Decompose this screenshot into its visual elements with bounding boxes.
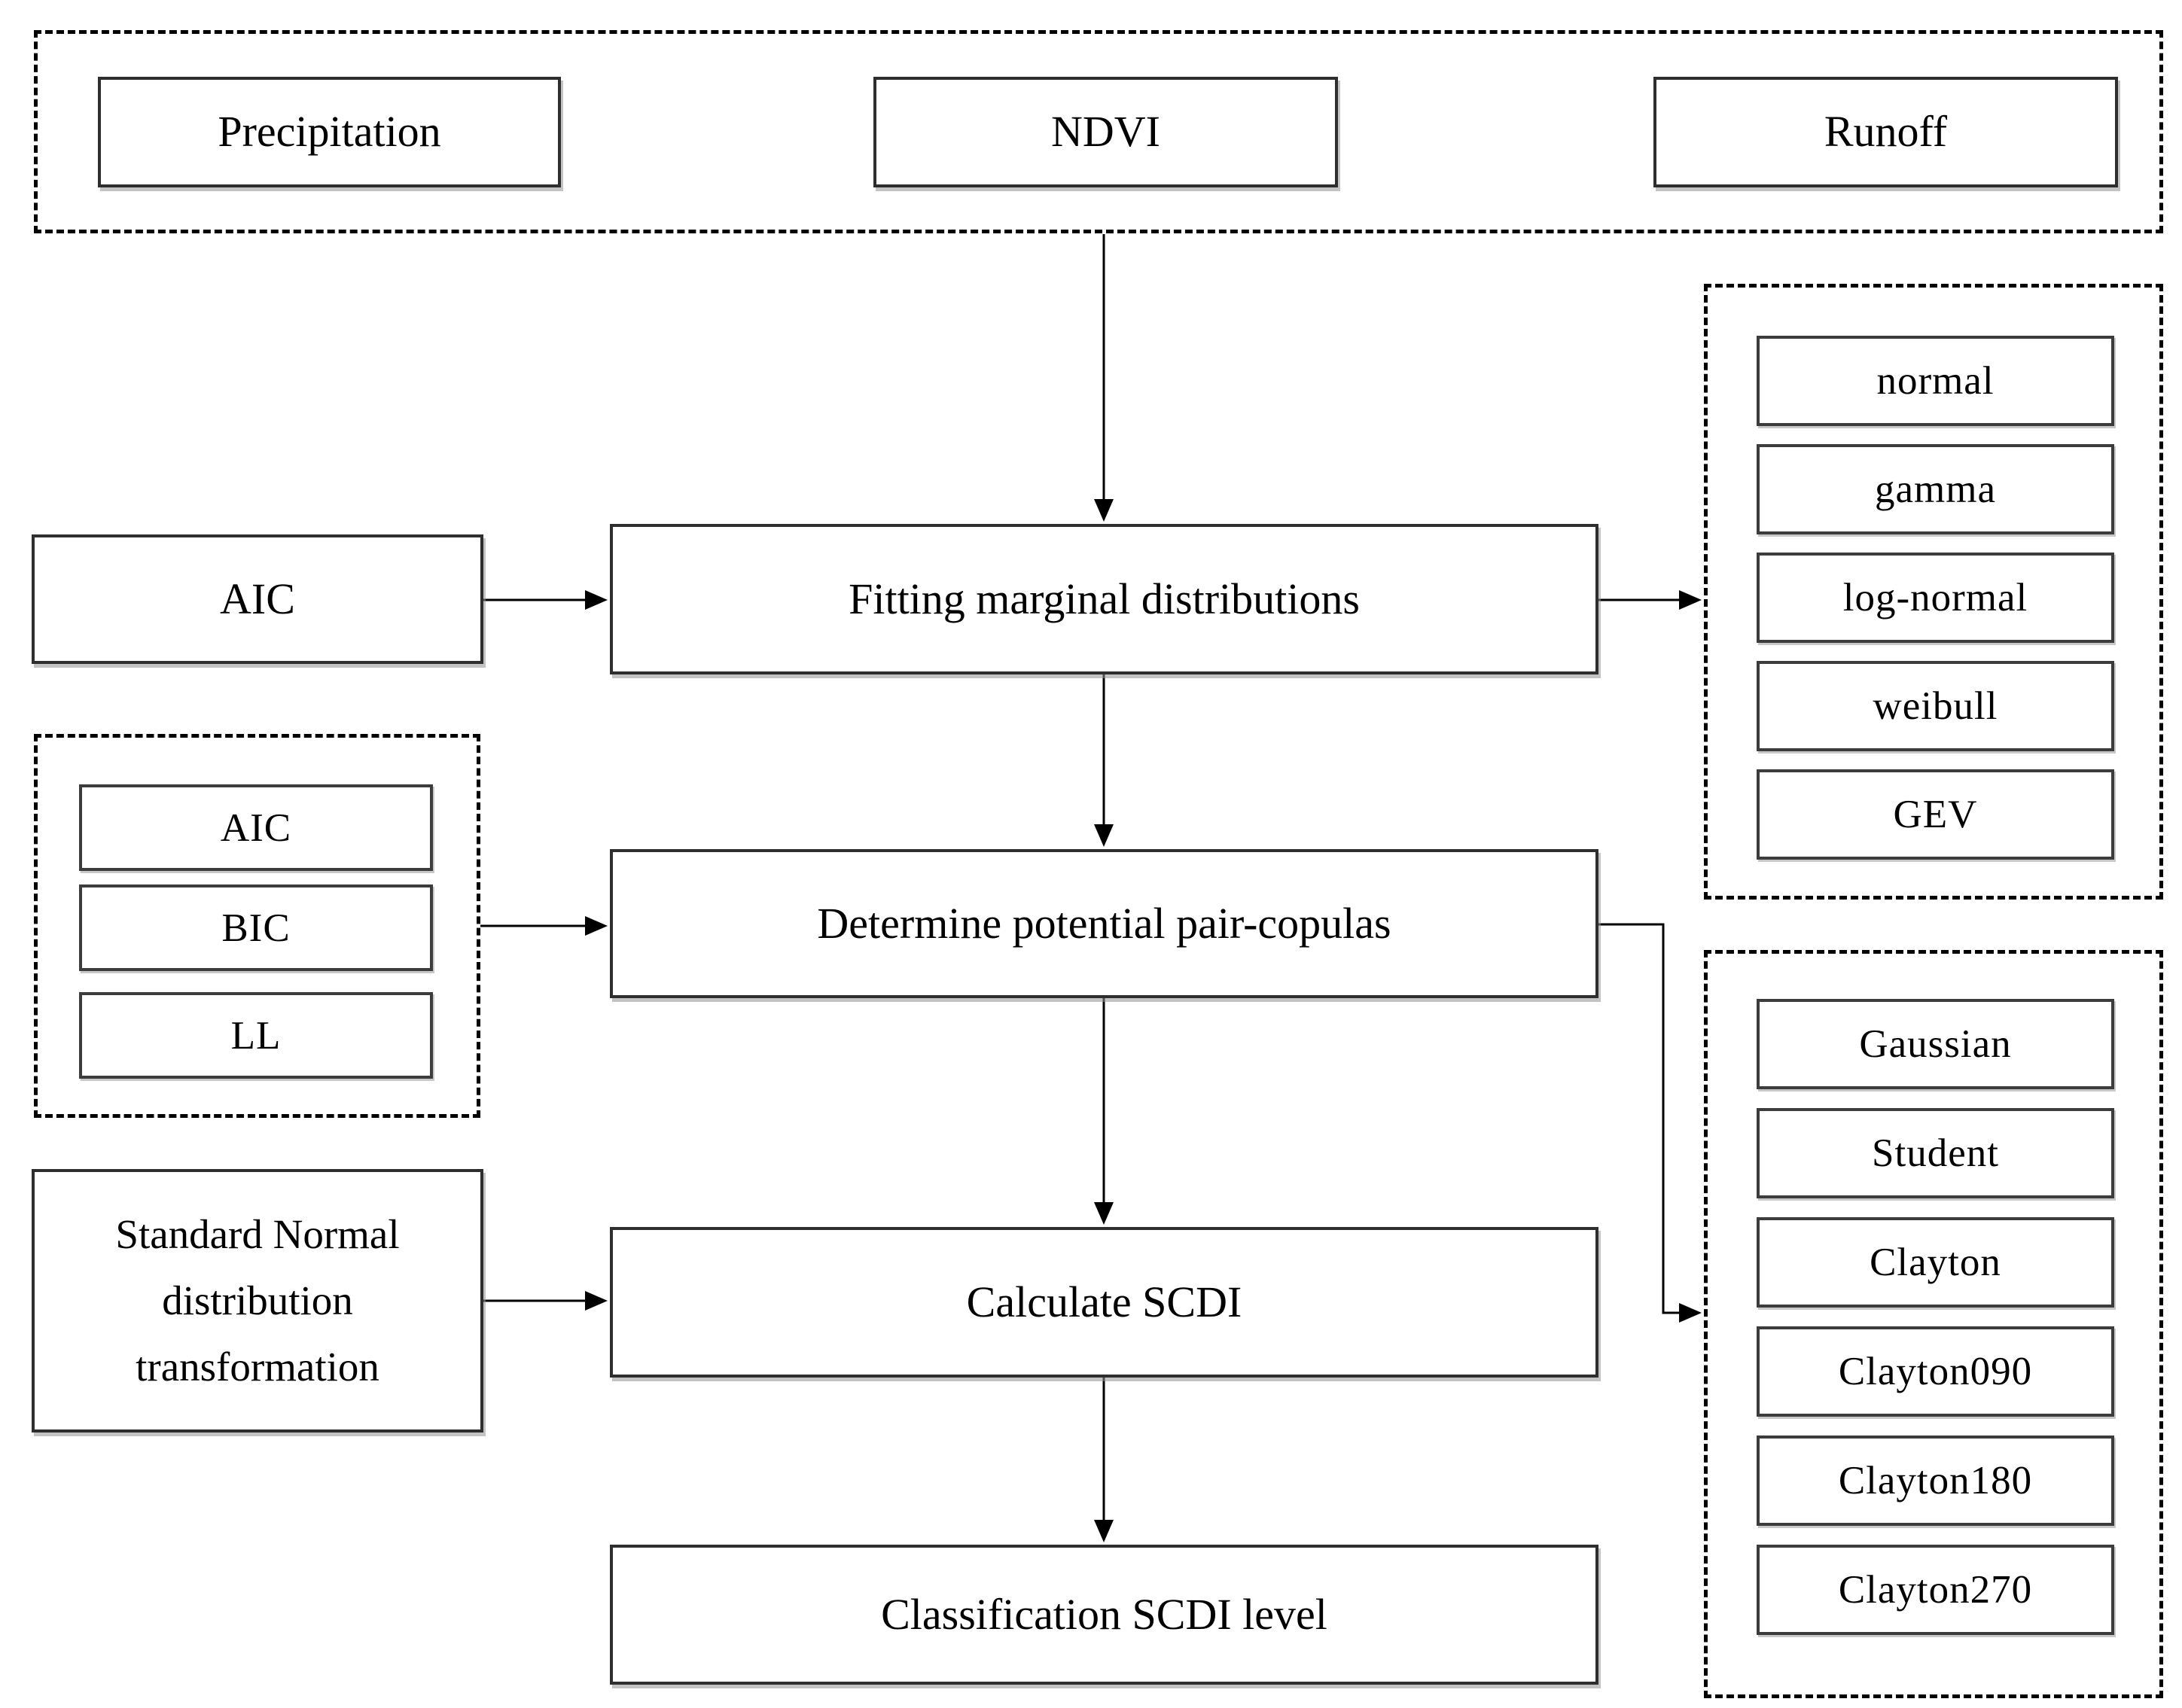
aic-label: AIC [220,574,295,623]
marginal-item-gamma: gamma [1757,444,2114,534]
fitting-marginals-box: Fitting marginal distributions [610,524,1598,674]
marginal-item-label: GEV [1893,793,1978,836]
ndvi-box: NDVI [873,77,1338,187]
copula-item-label: Clayton090 [1838,1350,2033,1393]
pair-copulas-group [1704,950,2163,1698]
copula-item-student: Student [1757,1108,2114,1198]
runoff-label: Runoff [1824,107,1948,157]
criteria-item-aic: AIC [79,784,433,871]
fitting-marginals-label: Fitting marginal distributions [849,574,1360,623]
marginal-item-label: log-normal [1842,576,2028,620]
marginal-item-gev: GEV [1757,769,2114,860]
criteria-item-label: LL [230,1013,282,1058]
marginal-item-normal: normal [1757,336,2114,426]
marginal-item-label: gamma [1875,467,1996,511]
std-normal-box: Standard Normal distribution transformat… [32,1169,483,1432]
copula-item-clayton270: Clayton270 [1757,1545,2114,1635]
inputs-group [34,30,2163,233]
marginal-item-log-normal: log-normal [1757,553,2114,643]
marginal-item-label: normal [1876,359,1995,403]
copula-item-label: Student [1872,1131,1999,1175]
ndvi-label: NDVI [1051,107,1160,157]
classification-scdi-label: Classification SCDI level [881,1589,1327,1639]
copula-item-label: Clayton [1870,1241,2001,1284]
criteria-item-label: BIC [221,906,291,950]
runoff-box: Runoff [1653,77,2118,187]
arrow-copulas-to-copula-list [1598,923,1702,1323]
copula-item-gaussian: Gaussian [1757,999,2114,1089]
determine-copulas-label: Determine potential pair-copulas [817,898,1391,948]
precipitation-box: Precipitation [98,77,561,187]
copula-item-clayton180: Clayton180 [1757,1436,2114,1526]
calculate-scdi-box: Calculate SCDI [610,1227,1598,1378]
copula-criteria-group [34,734,480,1118]
copula-item-label: Gaussian [1859,1022,2012,1066]
aic-box: AIC [32,534,483,664]
std-normal-label: Standard Normal distribution transformat… [115,1211,400,1390]
precipitation-label: Precipitation [218,107,441,157]
marginal-item-weibull: weibull [1757,661,2114,751]
determine-copulas-box: Determine potential pair-copulas [610,849,1598,998]
criteria-item-bic: BIC [79,884,433,971]
marginal-distributions-group [1704,284,2163,900]
calculate-scdi-label: Calculate SCDI [966,1277,1242,1326]
copula-item-label: Clayton180 [1838,1459,2033,1502]
copula-item-clayton090: Clayton090 [1757,1326,2114,1417]
copula-item-label: Clayton270 [1838,1568,2033,1612]
criteria-item-label: AIC [220,805,292,850]
marginal-item-label: weibull [1873,684,1998,728]
copula-item-clayton: Clayton [1757,1217,2114,1308]
criteria-item-ll: LL [79,992,433,1079]
classification-scdi-box: Classification SCDI level [610,1545,1598,1685]
